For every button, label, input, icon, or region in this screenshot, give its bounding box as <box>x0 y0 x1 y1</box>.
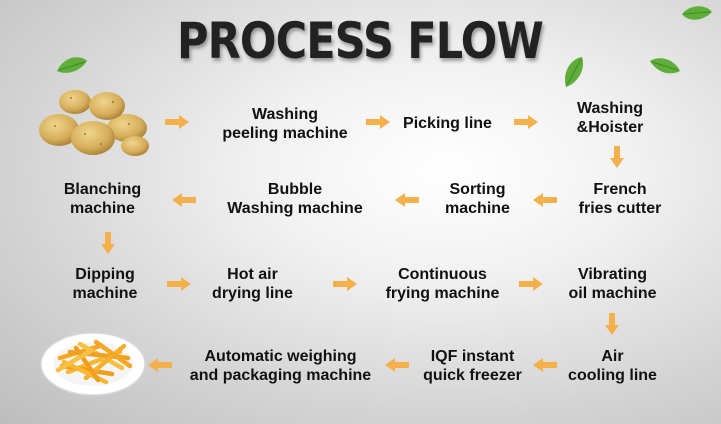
arrow-right-icon <box>333 277 357 291</box>
leaf-icon <box>57 57 87 73</box>
step-dipping-machine: Dipping machine <box>72 266 138 302</box>
arrow-right-icon <box>167 277 191 291</box>
step-vibrating-oil: Vibrating oil machine <box>568 266 657 302</box>
arrow-right-icon <box>366 115 390 129</box>
step-sorting-machine: Sorting machine <box>445 181 510 217</box>
step-washing-hoister: Washing &Hoister <box>576 100 644 136</box>
arrow-right-icon <box>165 115 189 129</box>
diagram-title: PROCESS FLOW <box>176 12 544 70</box>
arrow-left-icon <box>385 358 409 372</box>
step-hot-air-drying: Hot air drying line <box>212 266 293 302</box>
leaf-icon <box>650 58 680 74</box>
french-fries-image <box>40 332 146 396</box>
step-french-fries-cutter: French fries cutter <box>578 181 662 217</box>
arrow-left-icon <box>395 193 419 207</box>
step-iqf-freezer: IQF instant quick freezer <box>423 348 522 384</box>
step-bubble-washing: Bubble Washing machine <box>227 181 363 217</box>
step-automatic-packaging: Automatic weighing and packaging machine <box>189 348 372 384</box>
step-blanching-machine: Blanching machine <box>63 181 142 217</box>
arrow-down-icon <box>610 146 624 168</box>
step-washing-peeling: Washing peeling machine <box>222 106 348 142</box>
arrow-left-icon <box>533 358 557 372</box>
step-continuous-frying: Continuous frying machine <box>385 266 500 302</box>
leaf-icon <box>682 6 712 20</box>
leaf-icon <box>564 57 584 87</box>
arrow-left-icon <box>148 358 172 372</box>
potatoes-image <box>39 90 149 156</box>
arrow-left-icon <box>533 193 557 207</box>
arrow-left-icon <box>172 193 196 207</box>
arrow-down-icon <box>101 232 115 254</box>
arrow-right-icon <box>519 277 543 291</box>
arrow-down-icon <box>605 313 619 335</box>
step-picking-line: Picking line <box>403 115 492 132</box>
step-air-cooling: Air cooling line <box>568 348 657 384</box>
arrow-right-icon <box>514 115 538 129</box>
